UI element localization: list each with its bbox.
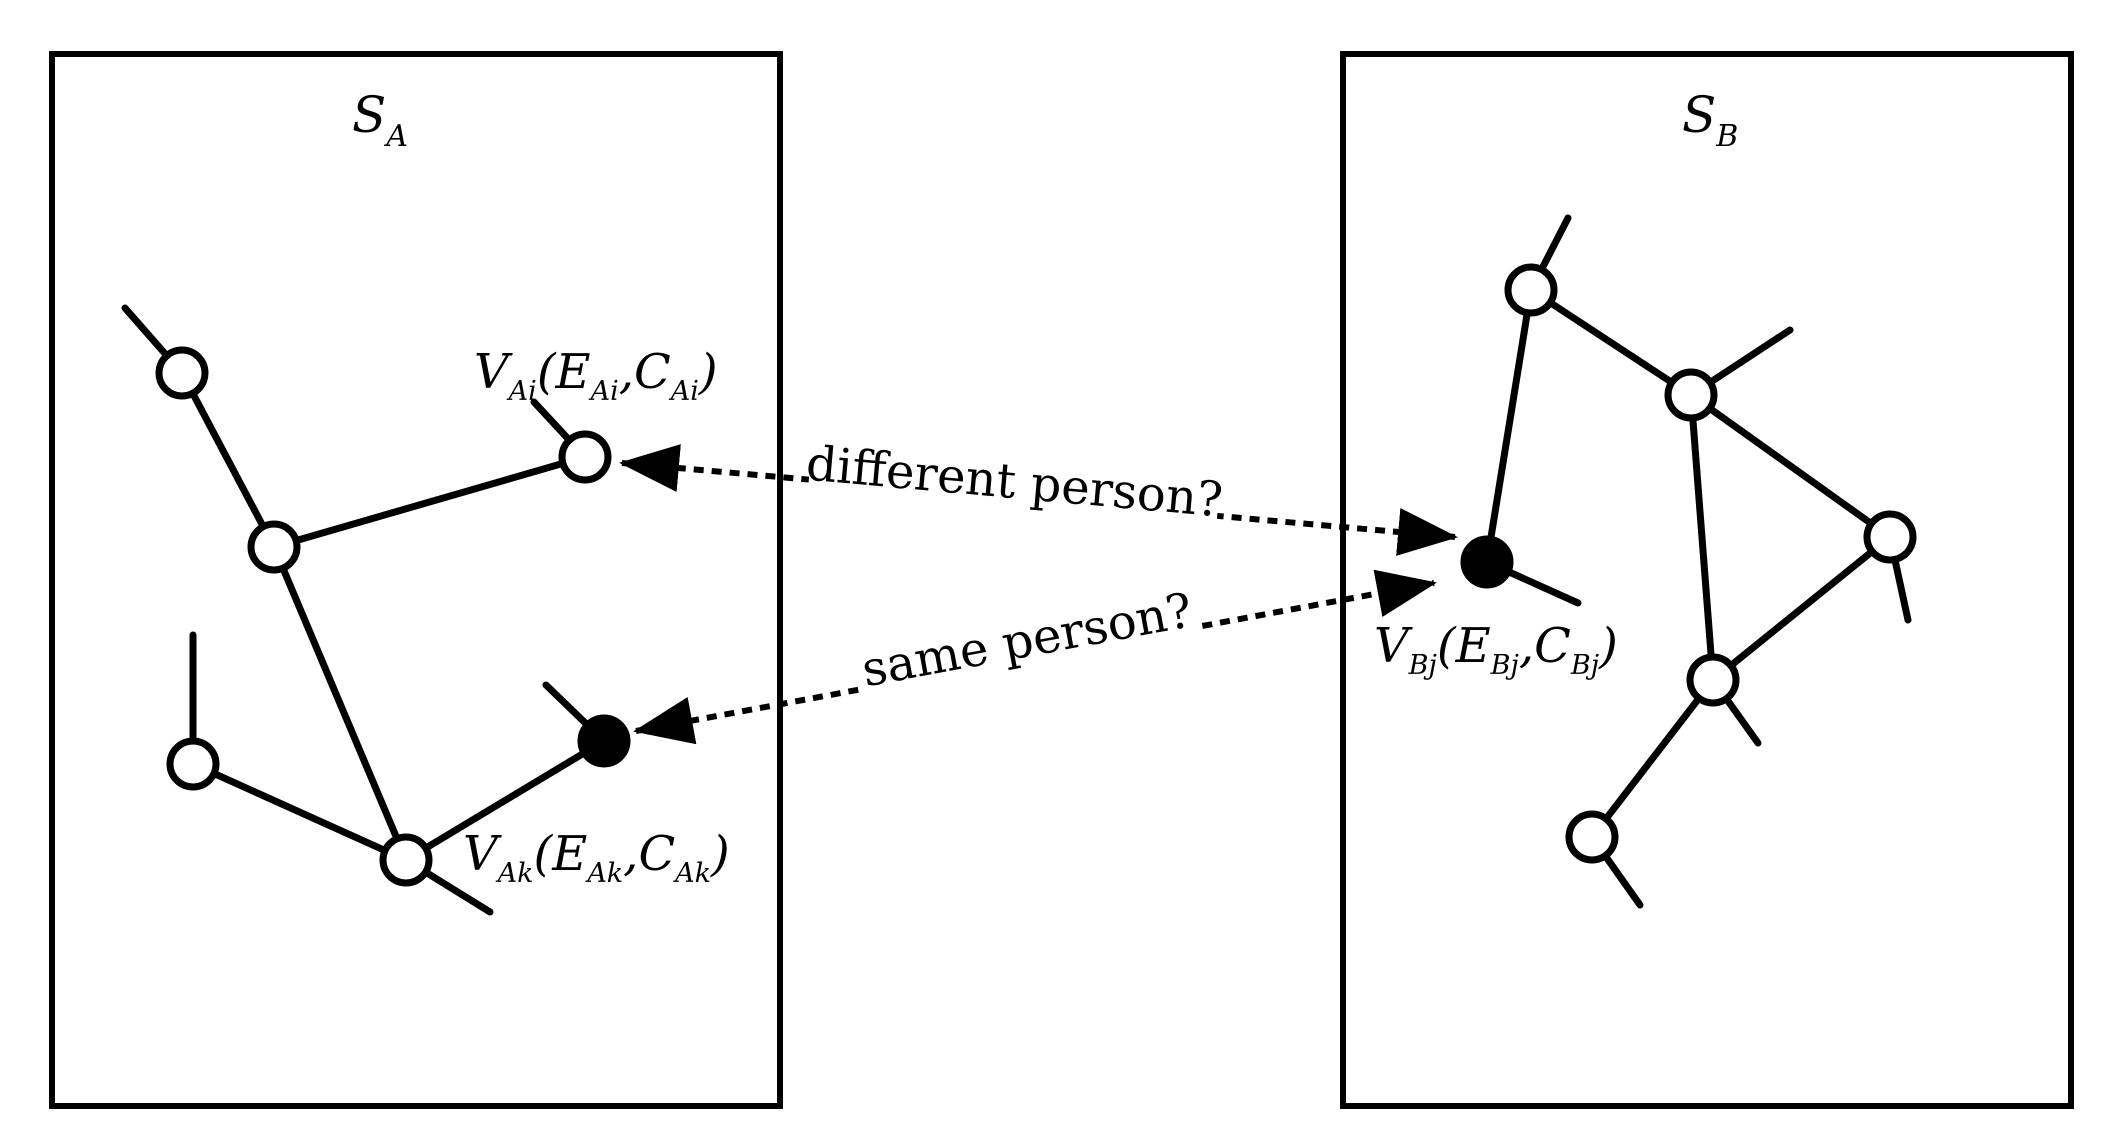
- node-vbj-selected: [1460, 535, 1514, 589]
- node: [1565, 810, 1619, 864]
- node: [155, 346, 209, 400]
- panel-sa-frame: [49, 51, 783, 1109]
- label-background: [855, 585, 1201, 703]
- node: [1504, 263, 1558, 317]
- edge: [1527, 286, 1695, 399]
- label-vbj: VBj(EBj,CBj): [1374, 618, 1618, 681]
- node: [1686, 653, 1740, 707]
- same-person-label: same person?: [857, 582, 1196, 698]
- node: [1863, 510, 1917, 564]
- node: [247, 520, 301, 574]
- label-vak: VAk(EAk,CAk): [463, 826, 730, 889]
- different-person-label-group: different person?: [804, 436, 1225, 533]
- edge: [1483, 286, 1535, 566]
- edge: [1588, 676, 1717, 841]
- graph-sb-nodes: [1460, 263, 1917, 864]
- node: [379, 833, 433, 887]
- label-background: [807, 439, 1221, 533]
- panel-sa-title: SA: [352, 86, 408, 154]
- node: [166, 737, 220, 791]
- graph-sa-nodes: [155, 346, 631, 887]
- edge: [402, 737, 608, 864]
- graph-sb-edges: [1483, 214, 1912, 909]
- edge: [1687, 391, 1717, 684]
- edge: [270, 543, 410, 864]
- node-vai: [558, 430, 612, 484]
- same-person-label-group: same person?: [855, 582, 1201, 703]
- different-person-label: different person?: [804, 436, 1225, 529]
- edge: [1709, 533, 1894, 684]
- node-vak-selected: [577, 714, 631, 768]
- label-vai: VAi(EAi,CAi): [474, 344, 718, 407]
- node: [1664, 368, 1718, 422]
- edge: [270, 453, 589, 551]
- panel-sb-title: SB: [1682, 86, 1738, 154]
- edge: [189, 760, 410, 864]
- edge: [178, 369, 278, 551]
- edge: [1687, 391, 1894, 541]
